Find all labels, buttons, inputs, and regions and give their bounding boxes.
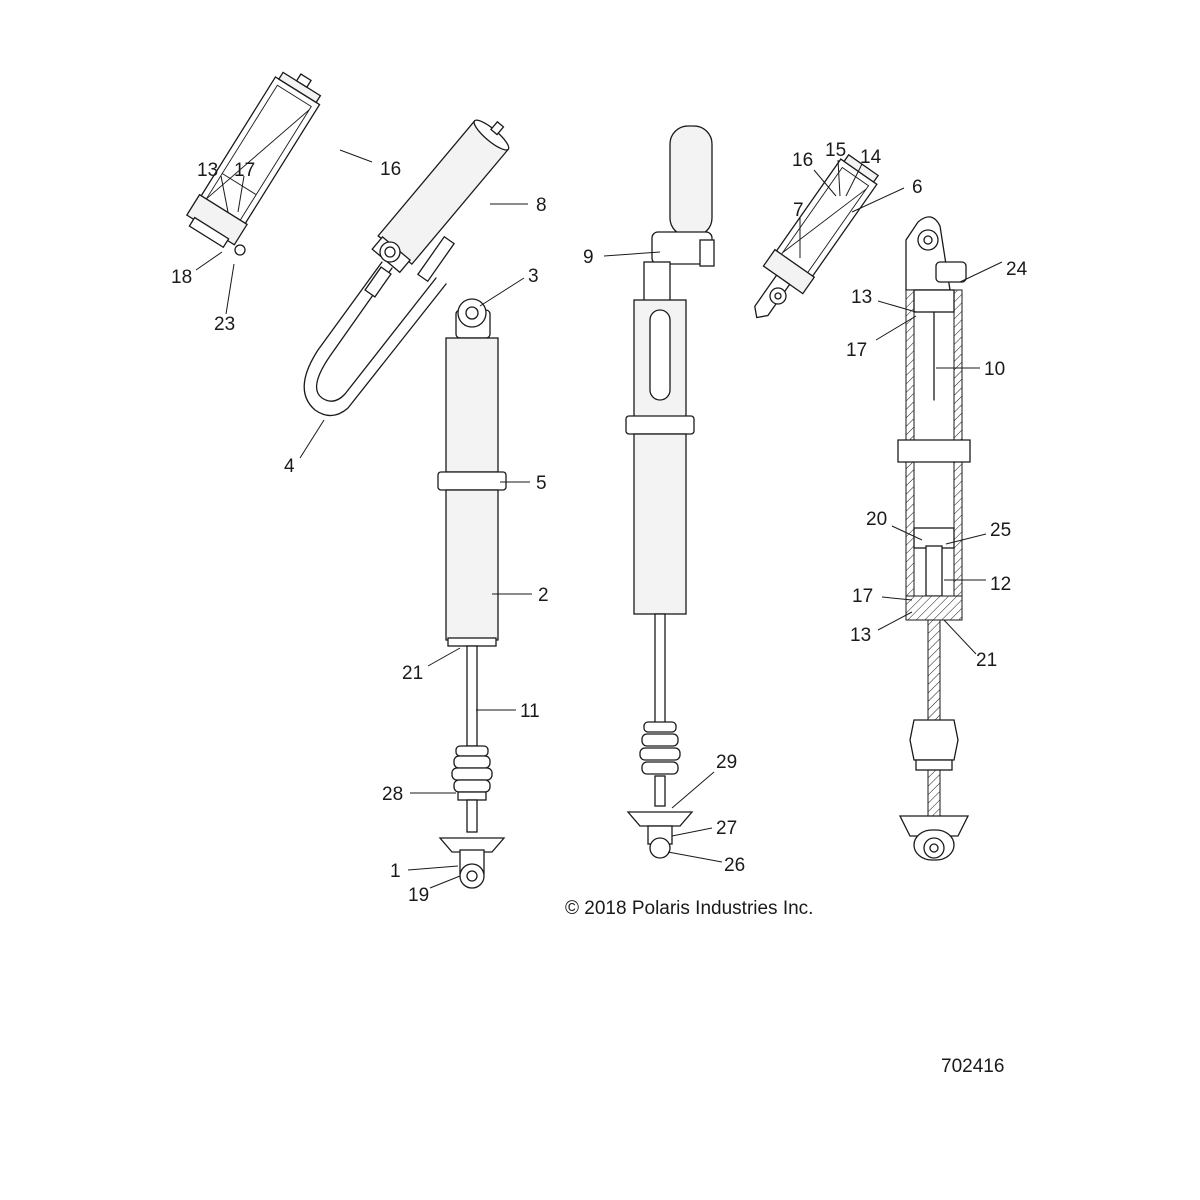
callout-16: 16 [792, 150, 813, 171]
callout-28: 28 [382, 784, 403, 805]
callout-5: 5 [536, 473, 547, 494]
callout-2: 2 [538, 585, 549, 606]
callout-15: 15 [825, 140, 846, 161]
callout-24: 24 [1006, 259, 1028, 280]
callout-12: 12 [990, 574, 1011, 595]
callout-10: 10 [984, 359, 1005, 380]
callout-29: 29 [716, 752, 737, 773]
callout-6: 6 [912, 177, 923, 198]
callout-14: 14 [860, 147, 882, 168]
callout-26: 26 [724, 855, 745, 876]
callout-4: 4 [284, 456, 295, 477]
callout-9: 9 [583, 247, 594, 268]
callout-18: 18 [171, 267, 192, 288]
callout-21: 21 [402, 663, 423, 684]
callout-labels: 13 17 16 18 23 8 3 4 5 2 21 11 28 1 19 9… [171, 140, 1028, 906]
callout-13: 13 [850, 625, 871, 646]
callout-20: 20 [866, 509, 887, 530]
callout-19: 19 [408, 885, 429, 906]
callout-13: 13 [851, 287, 872, 308]
callout-11: 11 [520, 701, 540, 722]
figure-number: 702416 [941, 1056, 1005, 1077]
remote-reservoir-shock-left [303, 119, 510, 889]
callout-13: 13 [197, 160, 218, 181]
callout-17: 17 [846, 340, 867, 361]
callout-17: 17 [852, 586, 873, 607]
callout-3: 3 [528, 266, 539, 287]
callout-23: 23 [214, 314, 235, 335]
callout-7: 7 [793, 200, 804, 221]
callout-16: 16 [380, 159, 401, 180]
callout-leaders [195, 149, 1003, 889]
shock-cutaway-right [897, 216, 971, 861]
callout-25: 25 [990, 520, 1011, 541]
callout-8: 8 [536, 195, 547, 216]
reservoir-cutaway-upper-left [185, 71, 322, 256]
callout-17: 17 [234, 160, 255, 181]
callout-1: 1 [390, 861, 401, 882]
callout-21: 21 [976, 650, 997, 671]
copyright-notice: © 2018 Polaris Industries Inc. [565, 898, 814, 919]
piggyback-shock-center [625, 125, 715, 859]
callout-27: 27 [716, 818, 737, 839]
reservoir-detail-upper-right [754, 153, 880, 319]
